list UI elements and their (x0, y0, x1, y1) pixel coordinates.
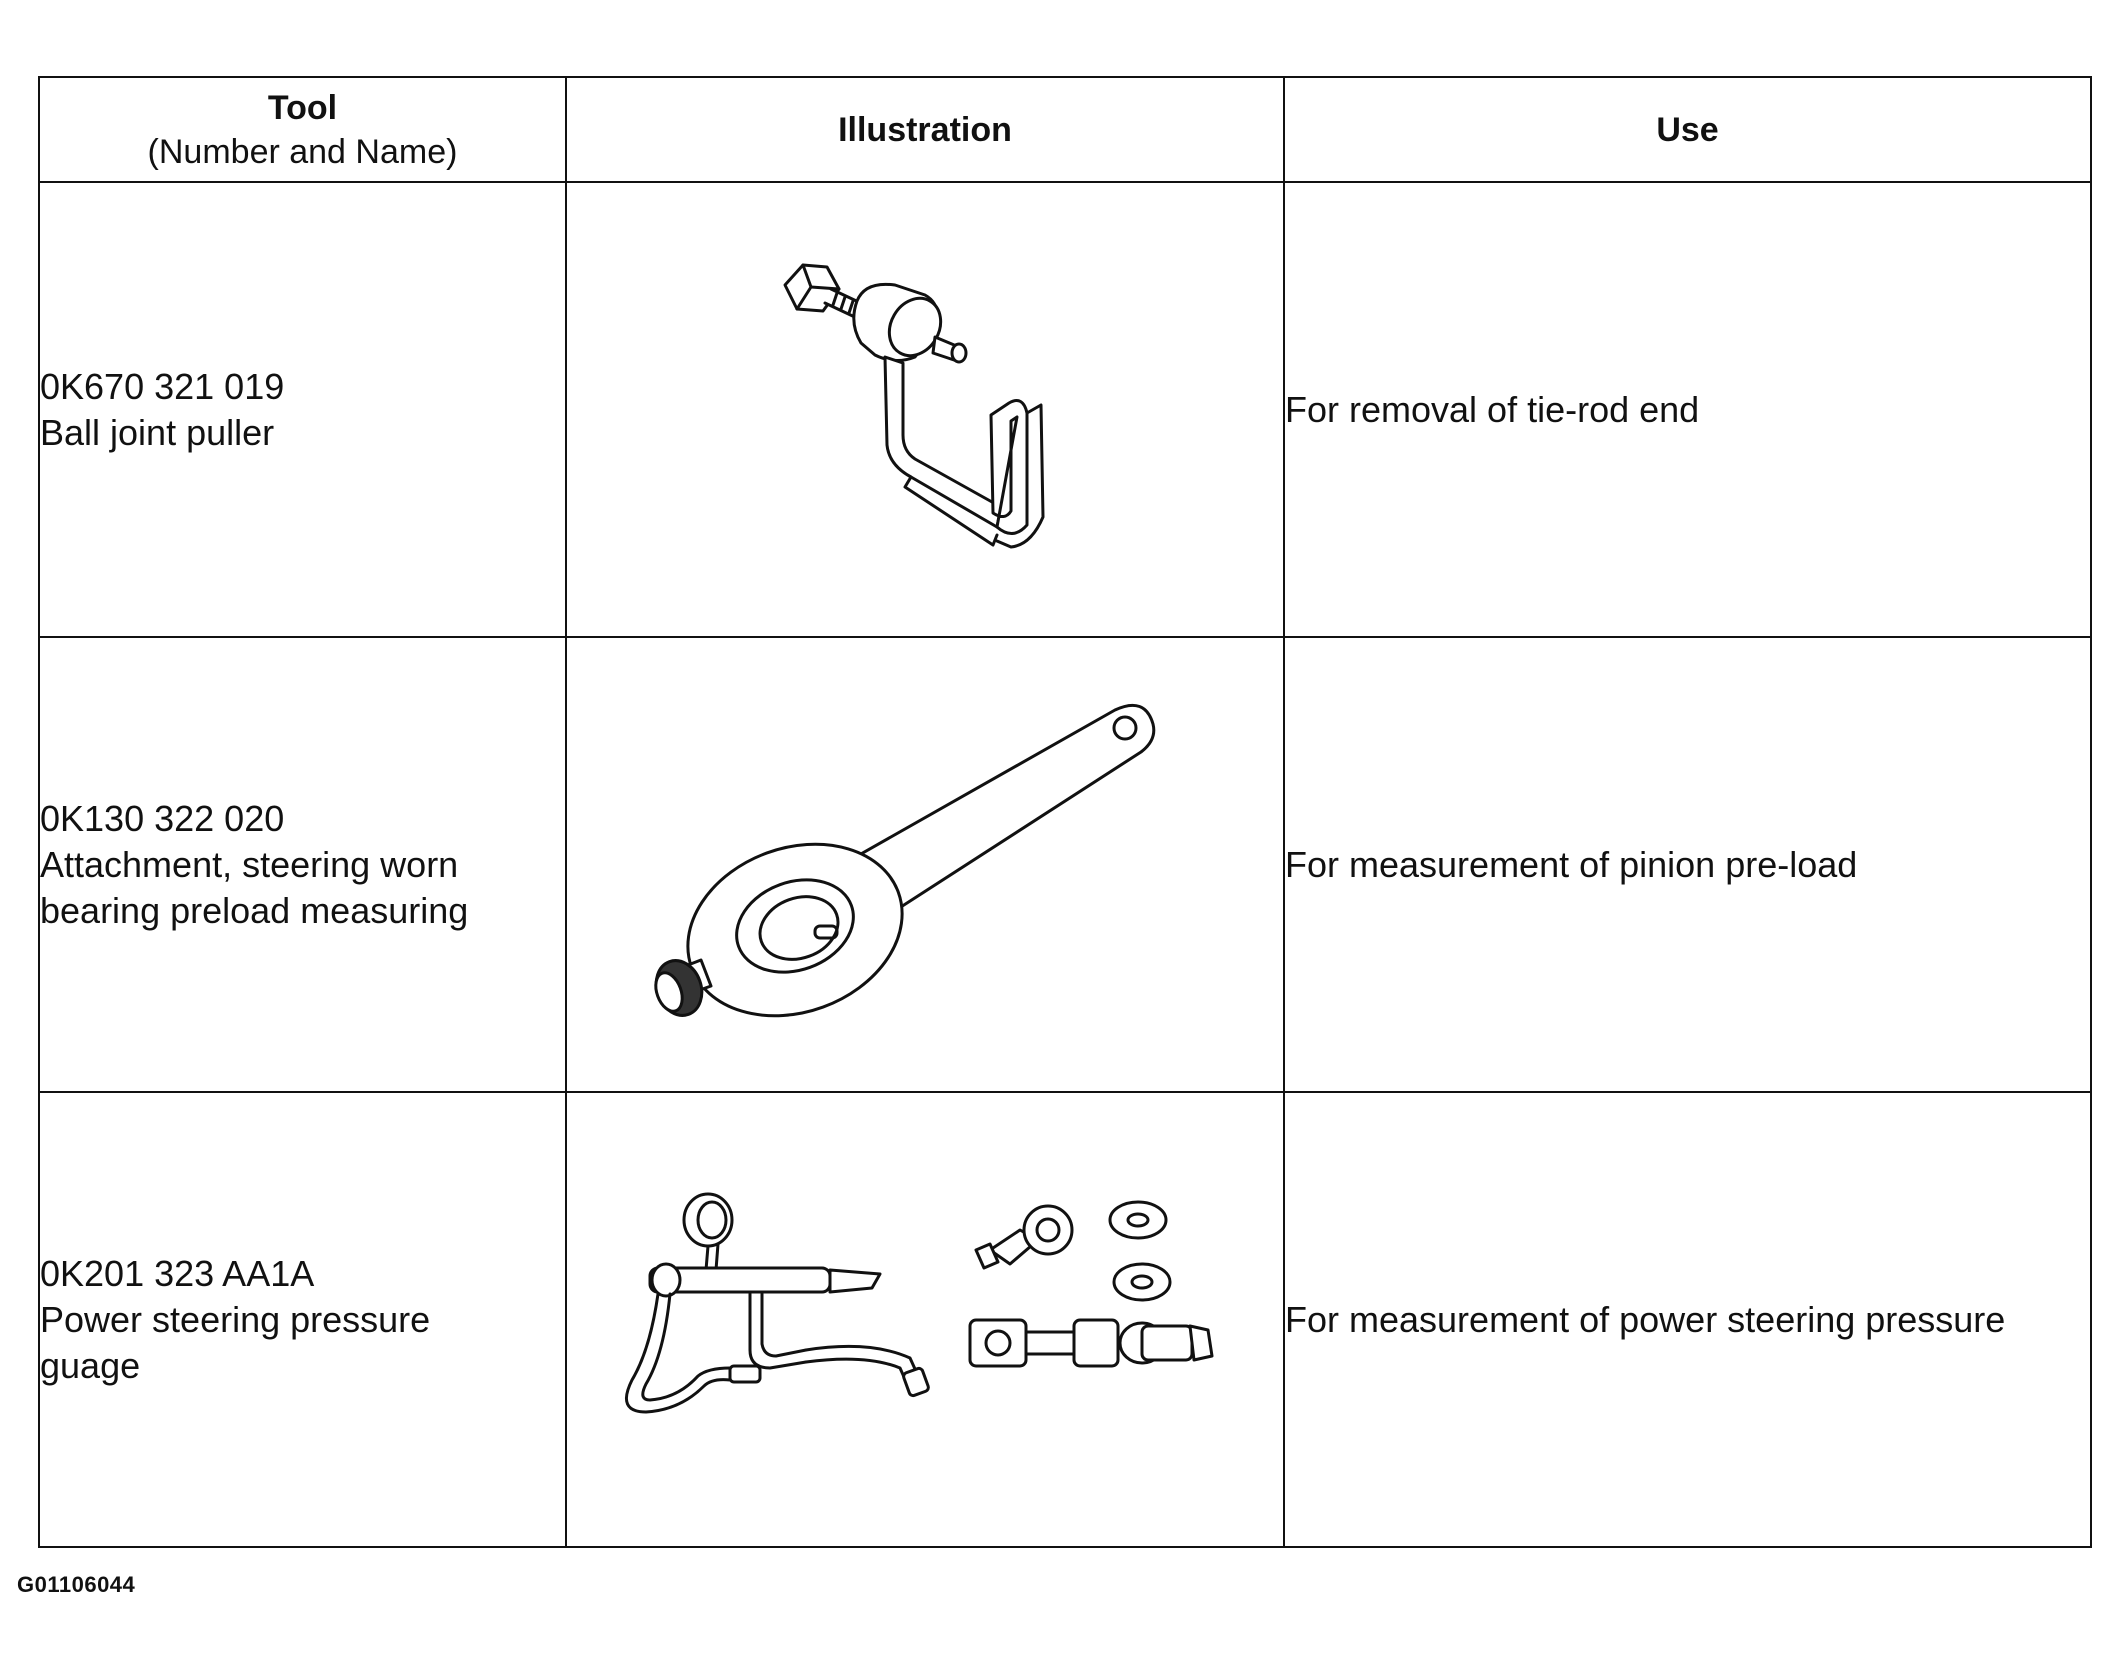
tool-table-sheet: Tool (Number and Name) Illustration Use … (38, 76, 2092, 1548)
pressure-gauge-kit-icon (624, 1192, 1214, 1413)
illustration-cell (565, 636, 1285, 1093)
tool-name: Attachment, steering worn bearing preloa… (40, 843, 469, 931)
tool-cell: 0K670 321 019 Ball joint puller (38, 181, 567, 638)
header-tool-subtitle: (Number and Name) (147, 132, 458, 171)
header-tool: Tool (Number and Name) (38, 76, 567, 183)
ball-joint-puller-icon (783, 263, 1045, 548)
use-text: For removal of tie-rod end (1285, 388, 1700, 430)
tool-name: Power steering pressure guage (40, 1298, 431, 1386)
use-text: For measurement of pinion pre-load (1285, 843, 1858, 885)
header-illustration: Illustration (565, 76, 1285, 183)
use-text: For measurement of power steering pressu… (1285, 1298, 2006, 1340)
table-row: 0K201 323 AA1A Power steering pressure g… (38, 1091, 2092, 1548)
table-row: 0K670 321 019 Ball joint puller (38, 181, 2092, 638)
table-row: 0K130 322 020 Attachment, steering worn … (38, 636, 2092, 1093)
illustration-cell (565, 181, 1285, 638)
use-cell: For measurement of pinion pre-load (1283, 636, 2092, 1093)
header-use: Use (1283, 76, 2092, 183)
header-tool-title: Tool (267, 88, 338, 127)
preload-attachment-wrench-icon (654, 703, 1156, 1017)
header-use-label: Use (1656, 110, 1719, 149)
tool-cell: 0K130 322 020 Attachment, steering worn … (38, 636, 567, 1093)
table-header-row: Tool (Number and Name) Illustration Use (38, 76, 2092, 183)
tool-number: 0K201 323 AA1A (40, 1252, 315, 1294)
tool-number: 0K670 321 019 (40, 365, 285, 407)
special-tools-table: Tool (Number and Name) Illustration Use … (38, 76, 2092, 1548)
tool-number: 0K130 322 020 (40, 797, 285, 839)
figure-id: G01106044 (17, 1572, 136, 1597)
use-cell: For removal of tie-rod end (1283, 181, 2092, 638)
tool-cell: 0K201 323 AA1A Power steering pressure g… (38, 1091, 567, 1548)
use-cell: For measurement of power steering pressu… (1283, 1091, 2092, 1548)
illustration-cell (565, 1091, 1285, 1548)
header-illustration-label: Illustration (838, 110, 1012, 149)
tool-name: Ball joint puller (40, 411, 275, 453)
